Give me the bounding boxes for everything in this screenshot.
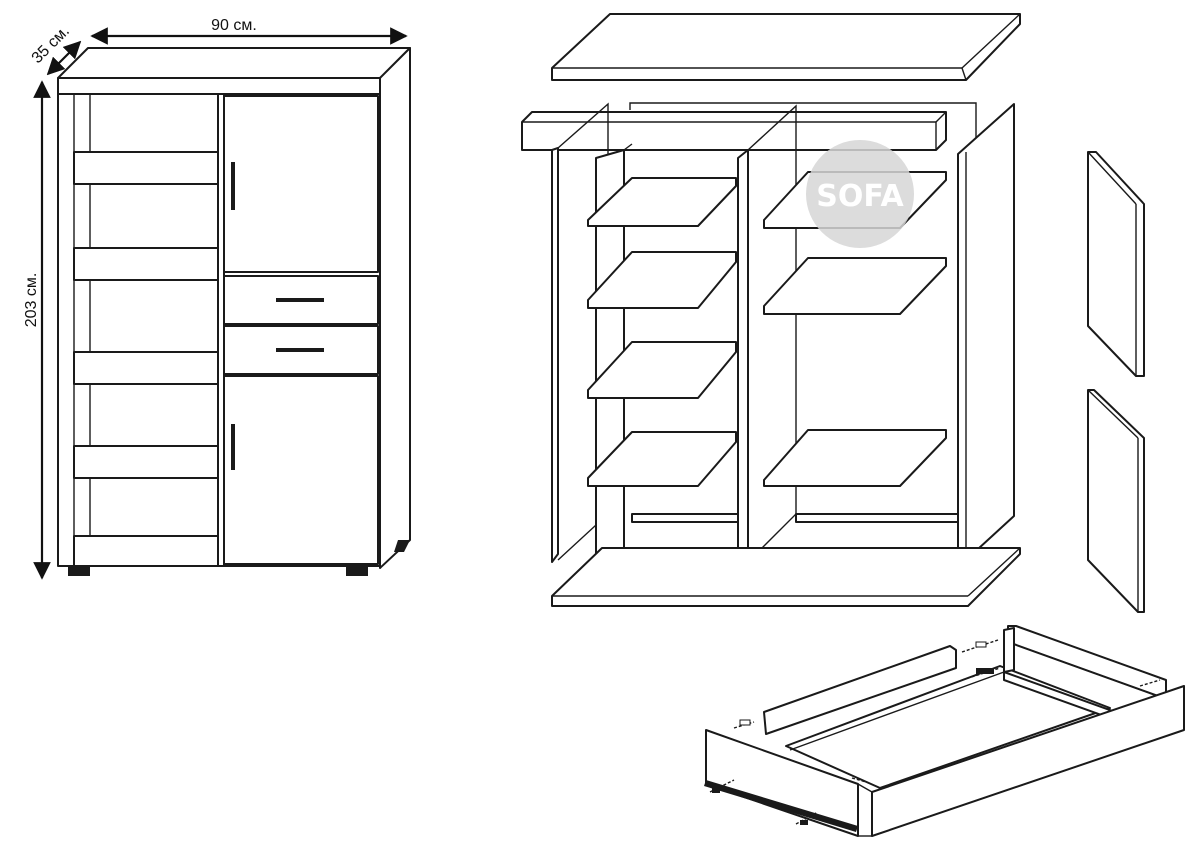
lower-door-handle [231, 424, 235, 470]
left-column-shelves [587, 177, 737, 487]
assembled-cabinet [57, 47, 411, 576]
front-beam [521, 111, 947, 151]
upper-door-handle [231, 162, 235, 210]
drawer-1-handle [276, 298, 324, 302]
right-side-panel [957, 103, 1015, 561]
depth-label: 35 см. [29, 23, 73, 67]
drawer-2-handle [276, 348, 324, 352]
dimension-lines [33, 27, 408, 580]
top-panel [551, 13, 1021, 81]
logo-text: SOFA [816, 179, 904, 214]
height-label: 203 см. [23, 273, 40, 328]
divider-2 [737, 149, 749, 563]
sofa-logo: SOFA [806, 140, 914, 248]
open-shelves [73, 151, 219, 567]
dowels [709, 639, 1161, 825]
door-panels [1087, 151, 1145, 613]
bottom-panel [551, 547, 1021, 607]
exploded-drawer [704, 625, 1185, 837]
drawer-slide [704, 780, 858, 832]
upper-door [223, 95, 379, 273]
exploded-view [521, 13, 1021, 607]
foot-back [394, 540, 410, 552]
left-side-panel [551, 147, 559, 563]
foot-right [346, 566, 368, 576]
width-label: 90 см. [211, 17, 257, 34]
foot-left [68, 566, 90, 576]
lower-door [223, 375, 379, 565]
